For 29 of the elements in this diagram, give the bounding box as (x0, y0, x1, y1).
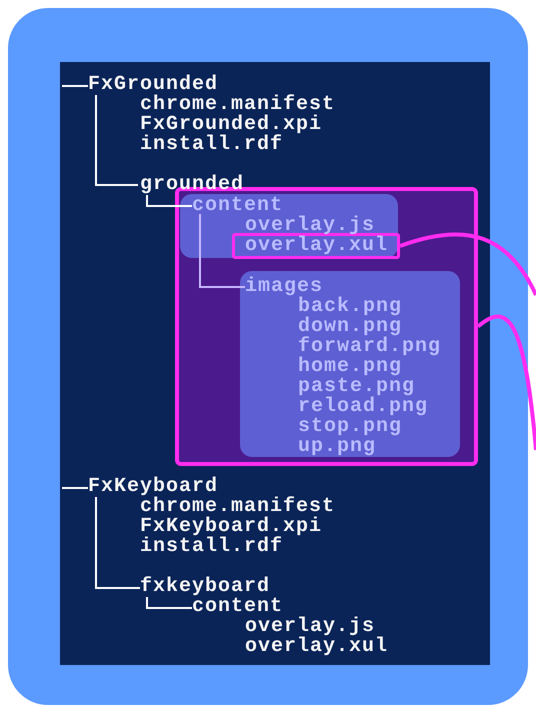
file-name: forward.png (298, 337, 442, 357)
folder-name: fxkeyboard (140, 577, 270, 597)
folder-name: content (192, 196, 284, 216)
file-name: home.png (298, 357, 402, 377)
file-name: overlay.js (245, 216, 376, 236)
folder-name: FxKeyboard (88, 477, 218, 497)
folder-name: FxGrounded (88, 75, 218, 95)
file-name: overlay.xul (245, 236, 388, 256)
folder-name: images (245, 277, 324, 297)
file-name: down.png (298, 317, 402, 337)
file-name: reload.png (298, 397, 428, 417)
folder-panel (180, 194, 398, 258)
folder-name: content (192, 597, 284, 617)
file-name: stop.png (298, 417, 402, 437)
folder-panel (240, 271, 460, 457)
file-name: paste.png (298, 377, 416, 397)
file-name: up.png (298, 437, 376, 457)
file-name: chrome.manifest (140, 95, 336, 115)
file-name: FxGrounded.xpi (140, 115, 322, 135)
file-name: install.rdf (140, 537, 284, 557)
connector-line (399, 232, 536, 296)
connector-line (476, 314, 536, 450)
file-name: install.rdf (140, 135, 284, 155)
file-name: back.png (298, 297, 402, 317)
highlight-box (232, 233, 400, 259)
file-name: FxKeyboard.xpi (140, 517, 322, 537)
file-name: overlay.xul (245, 637, 388, 657)
file-name: overlay.js (245, 617, 376, 637)
file-name: chrome.manifest (140, 497, 336, 517)
